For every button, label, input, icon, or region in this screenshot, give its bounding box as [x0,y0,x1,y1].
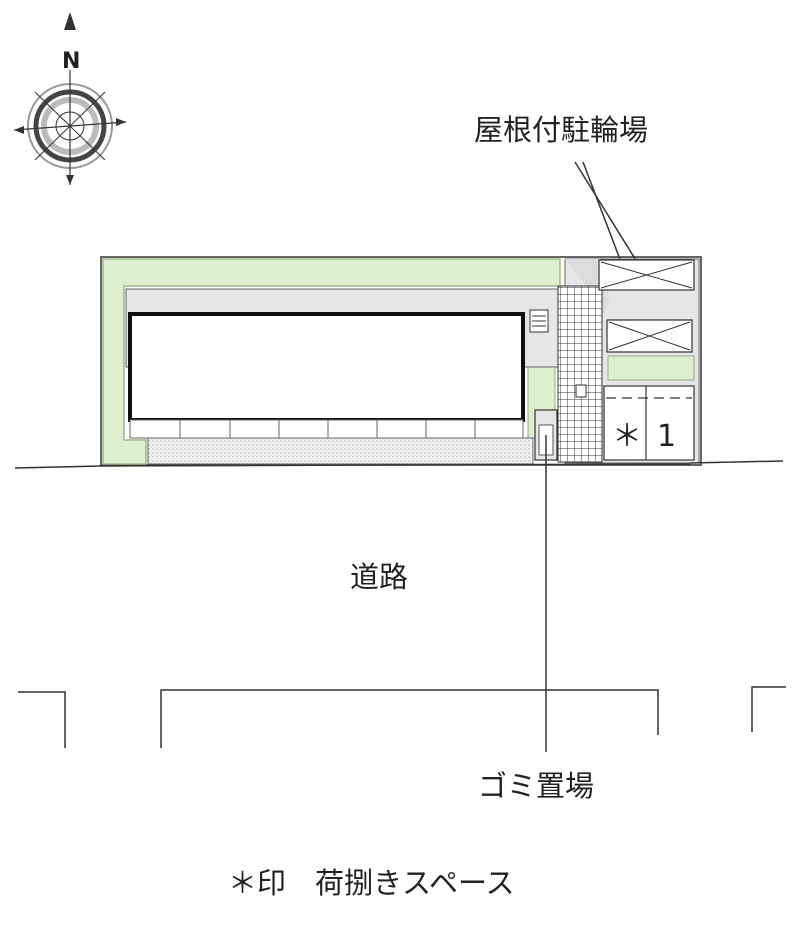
bike-parking-1 [598,259,695,291]
grating-area [557,285,603,463]
opposite-lot-3 [751,686,786,732]
bike-parking-label: 屋根付駐輪場 [474,113,648,147]
bike-parking-leader-1 [574,161,643,271]
meter-box [575,384,587,398]
north-label: N [62,49,80,74]
greenery-planter [607,355,695,381]
parking-space-number: 1 [657,419,676,454]
road-edge [14,460,784,469]
approach-paving [147,437,534,465]
garbage-label: ゴミ置場 [478,769,594,803]
building [128,312,525,422]
compass-icon: N [13,12,127,185]
balcony-dividers [179,420,476,438]
footnote: ＊印 荷捌きスペース [228,866,515,900]
bike-parking-2 [606,319,693,353]
loading-space-mark: ＊ [612,419,642,454]
balcony-row [129,419,524,439]
parking-spaces [603,385,695,461]
opposite-lot-1 [18,691,66,748]
greenery-area [102,258,561,465]
road-label: 道路 [350,560,408,594]
opposite-lot-2 [160,689,659,748]
